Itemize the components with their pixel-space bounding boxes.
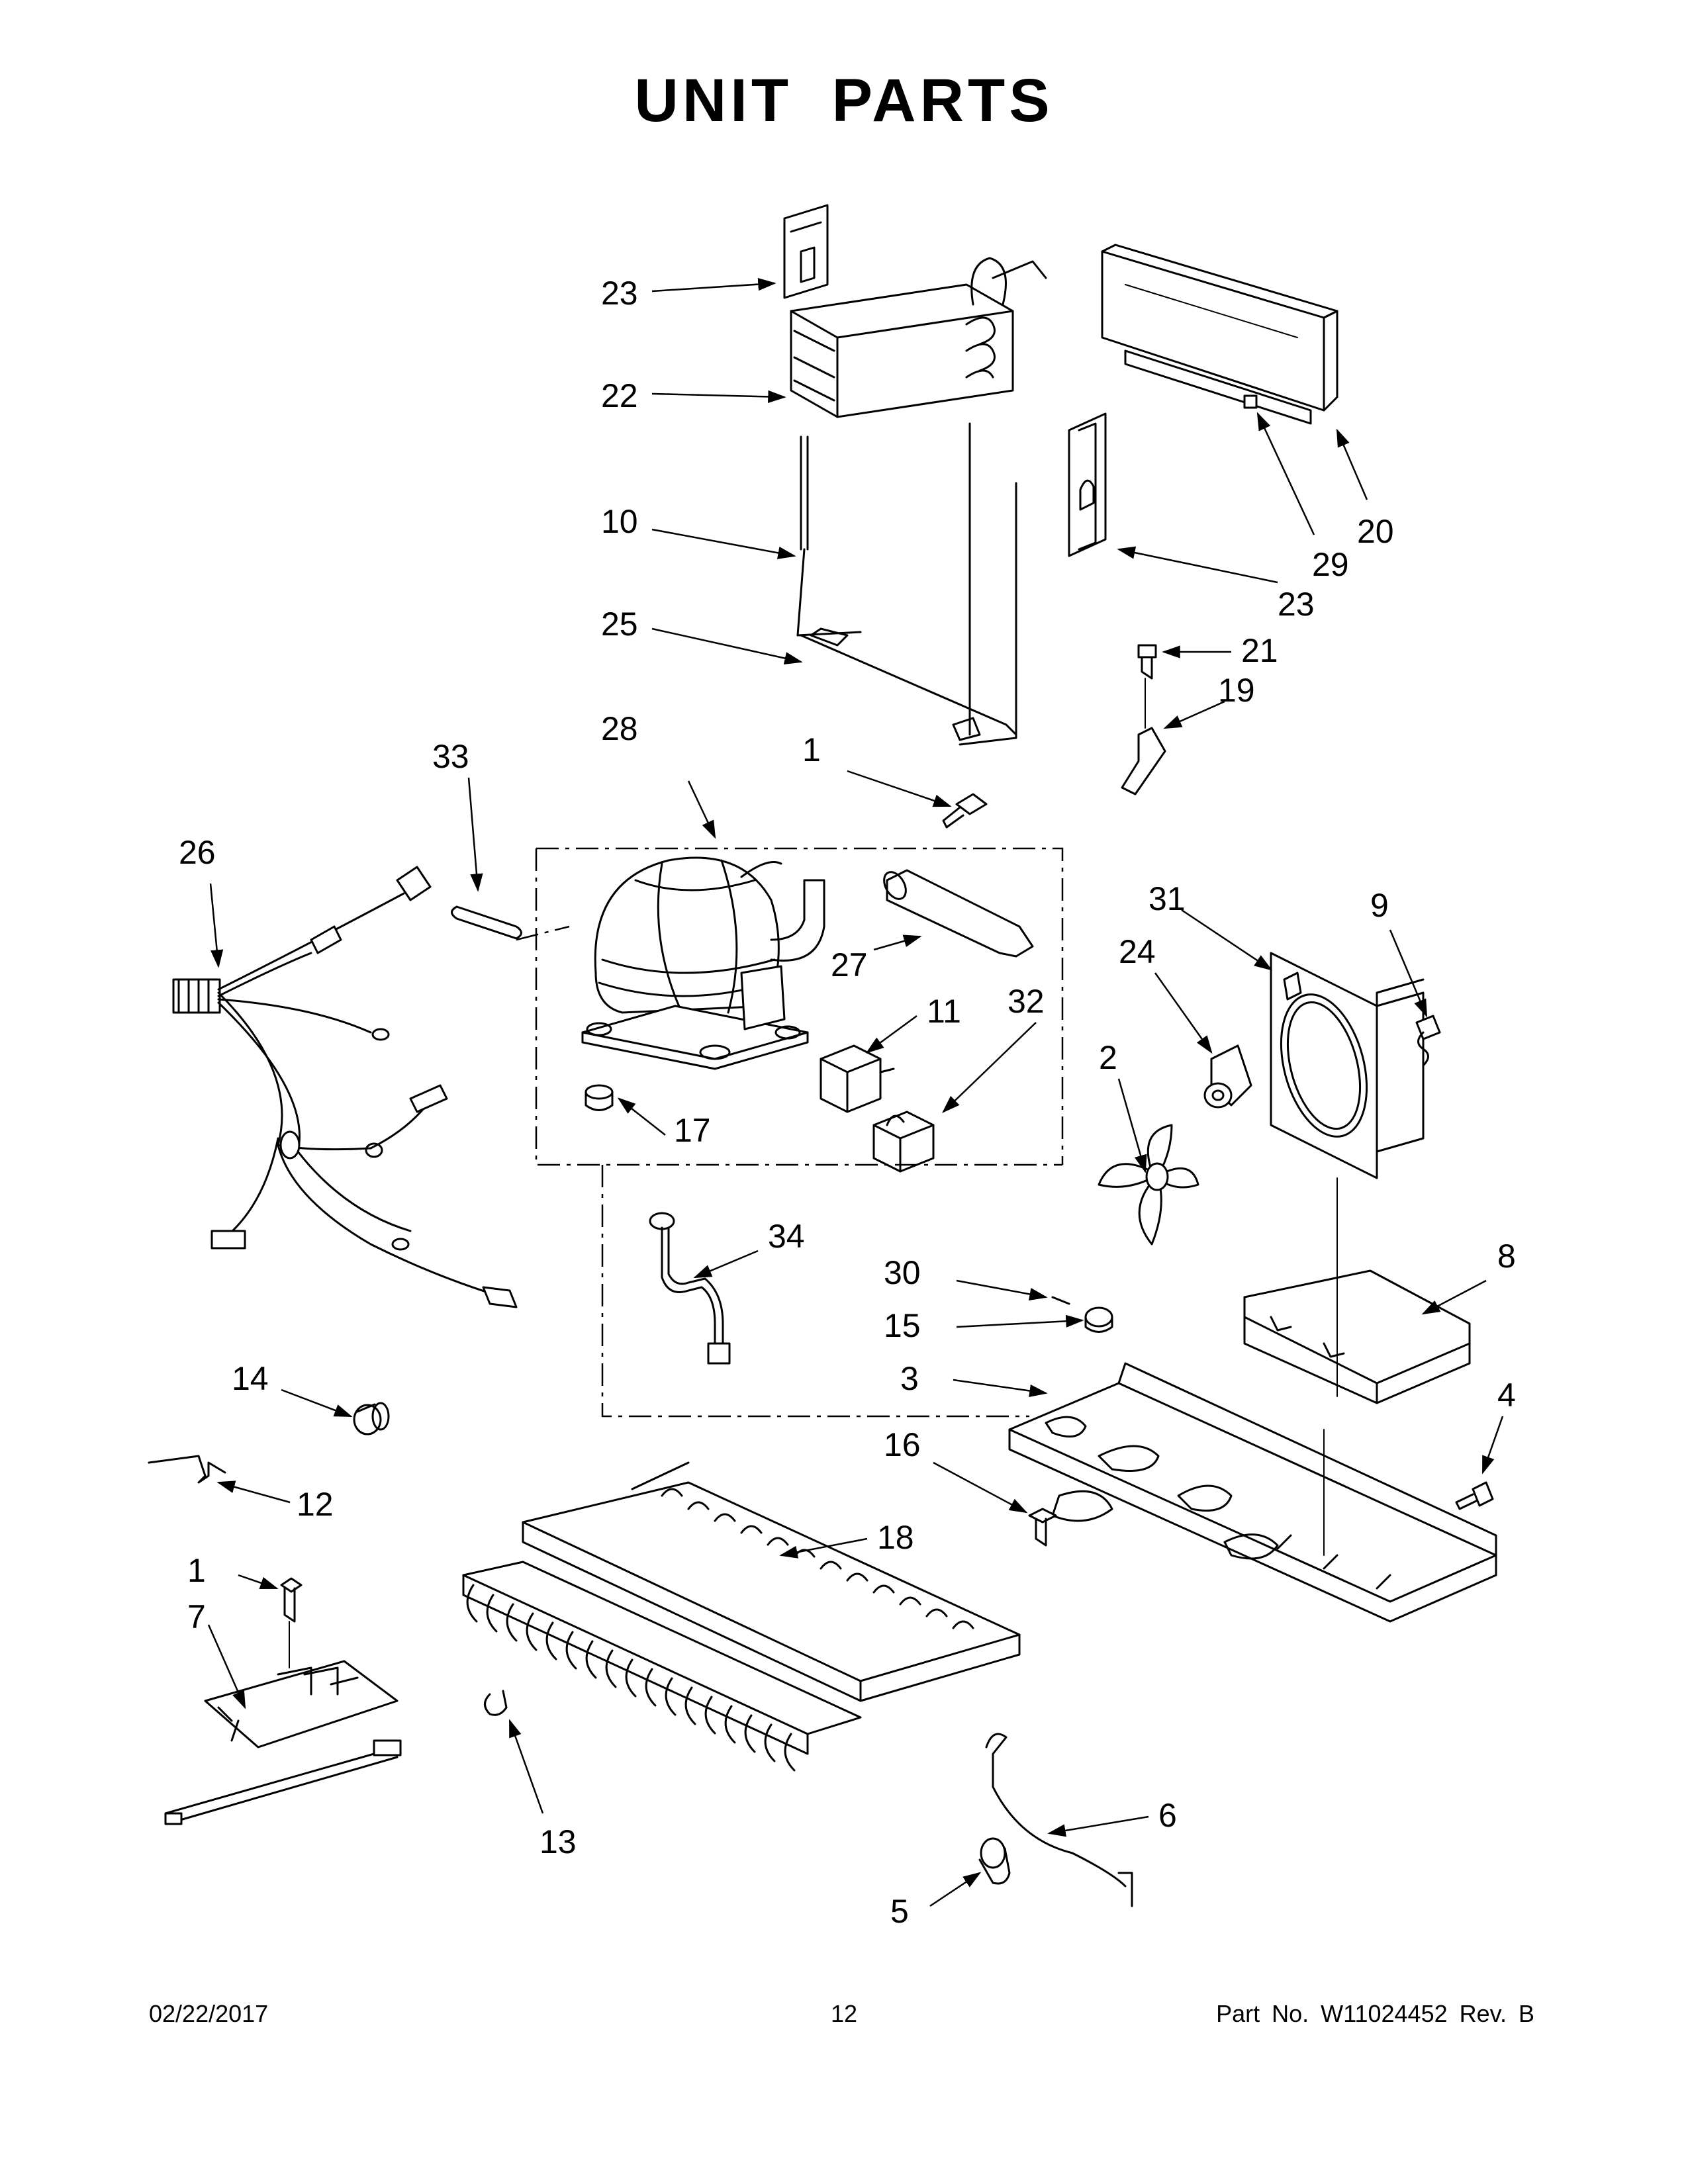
part-9-screw [1415, 1015, 1441, 1067]
compressor-dash-boundary [516, 847, 1064, 1418]
callout-19: 19 [1218, 672, 1255, 709]
page-title: UNIT PARTS [634, 67, 1054, 134]
callout-8: 8 [1497, 1238, 1516, 1275]
part-1-screw-lower [280, 1577, 303, 1668]
part-29-clip [1243, 394, 1258, 409]
part-10-tube [796, 422, 1017, 746]
part-21-screw [1137, 644, 1157, 680]
assembly-guide-lines [1323, 1177, 1338, 1556]
callout-10: 10 [601, 503, 638, 540]
callout-27: 27 [831, 946, 868, 983]
callout-18: 18 [877, 1519, 914, 1556]
part-8-tray [1243, 1269, 1471, 1404]
part-24-motor [1203, 1044, 1252, 1109]
callout-leaders [207, 277, 1504, 1907]
part-11-relay [820, 1044, 895, 1113]
part-2-fan-blade [1098, 1124, 1199, 1246]
callout-labels: 23 22 10 25 28 1 23 20 29 21 19 33 26 27… [179, 275, 1516, 1930]
part-28-compressor [581, 856, 825, 1070]
callout-29: 29 [1312, 546, 1349, 583]
part-15-grommet [1084, 1306, 1113, 1333]
part-16-screw [1028, 1508, 1057, 1547]
callout-32: 32 [1008, 983, 1045, 1020]
callout-13: 13 [539, 1823, 577, 1860]
part-14-plug [353, 1402, 390, 1435]
callout-21: 21 [1241, 632, 1278, 669]
part-31-shroud [1270, 952, 1425, 1179]
callout-26: 26 [179, 834, 216, 871]
part-22-evaporator [790, 257, 1047, 418]
part-19-bracket [1121, 678, 1166, 796]
callout-7: 7 [187, 1598, 206, 1635]
part-23-bracket-left [783, 204, 829, 299]
footer-date: 02/22/2017 [149, 2000, 269, 2027]
footer-page-number: 12 [830, 2000, 858, 2027]
part-34-tube [649, 1212, 731, 1365]
part-25-bracket [810, 627, 981, 741]
part-6-tube [985, 1733, 1133, 1907]
callout-14: 14 [232, 1360, 269, 1397]
part-18-coil [462, 1461, 1021, 1772]
callout-17: 17 [674, 1112, 711, 1149]
part-30-pin [1051, 1296, 1070, 1305]
part-23-bracket-right [1068, 412, 1107, 557]
callout-12: 12 [297, 1486, 334, 1523]
callout-6: 6 [1158, 1797, 1177, 1834]
callout-33: 33 [432, 738, 469, 775]
callout-1-upper: 1 [802, 731, 821, 768]
part-33-strap [451, 905, 522, 940]
callout-23-upper: 23 [601, 275, 638, 312]
callout-20: 20 [1357, 513, 1394, 550]
part-5-cap [978, 1837, 1011, 1885]
callout-4: 4 [1497, 1377, 1516, 1414]
callout-25: 25 [601, 606, 638, 643]
callout-15: 15 [884, 1307, 921, 1344]
part-26-wire-harness [172, 866, 518, 1308]
callout-1-lower: 1 [187, 1552, 206, 1589]
callout-11: 11 [927, 993, 961, 1030]
part-13-clip [484, 1690, 508, 1716]
footer-part-number: Part No. W11024452 Rev. B [1216, 2000, 1534, 2027]
part-4-screw [1455, 1481, 1494, 1510]
part-17-grommet [585, 1084, 614, 1111]
callout-5: 5 [890, 1893, 909, 1930]
callout-3: 3 [900, 1360, 919, 1397]
part-27-drier [883, 869, 1034, 958]
part-1-screw-upper [942, 793, 988, 829]
callout-31: 31 [1149, 880, 1186, 917]
callout-23-right: 23 [1278, 586, 1315, 623]
part-7-heater [164, 1660, 402, 1825]
callout-28: 28 [601, 710, 638, 747]
callout-9: 9 [1370, 887, 1389, 924]
part-12-clip [148, 1455, 226, 1484]
callout-2: 2 [1099, 1039, 1117, 1076]
callout-16: 16 [884, 1426, 921, 1463]
part-20-cover [1101, 244, 1338, 425]
callout-24: 24 [1119, 933, 1156, 970]
part-3-base-plate [1008, 1362, 1497, 1623]
callout-22: 22 [601, 377, 638, 414]
part-32-cover [872, 1111, 935, 1173]
callout-34: 34 [768, 1218, 805, 1255]
callout-30: 30 [884, 1254, 921, 1291]
